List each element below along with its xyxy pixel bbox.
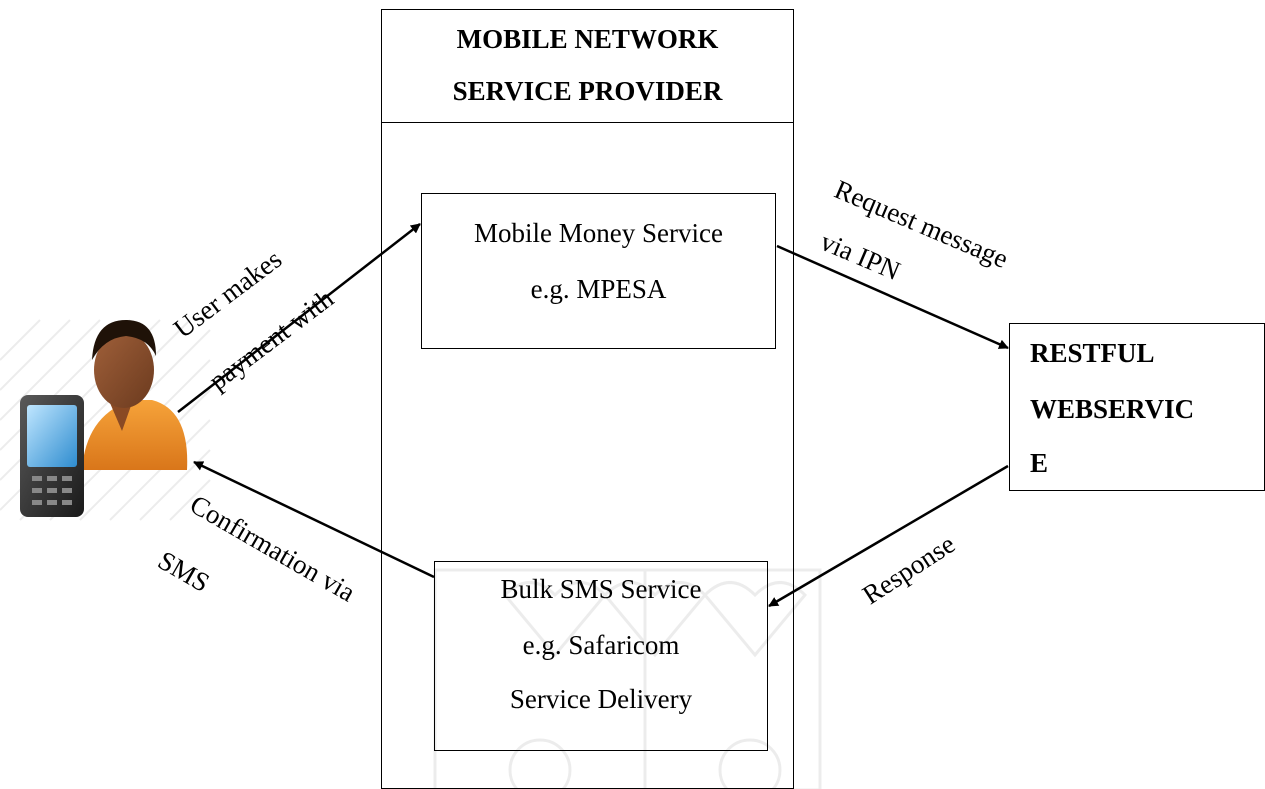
mobile-money-line2: e.g. MPESA	[530, 274, 667, 304]
arrow-restful-to-bulk-sms	[768, 464, 1009, 608]
bulk-sms-service-box: Bulk SMS Service e.g. Safaricom Service …	[434, 561, 768, 751]
mobile-money-line1: Mobile Money Service	[474, 218, 723, 248]
provider-header: MOBILE NETWORK SERVICE PROVIDER	[381, 9, 794, 123]
restful-line3: E	[1030, 448, 1049, 478]
provider-title-line2: SERVICE PROVIDER	[452, 76, 723, 106]
arrow-user-to-mobile-money	[177, 223, 421, 413]
provider-title-line1: MOBILE NETWORK	[456, 24, 719, 54]
bulk-sms-line3: Service Delivery	[509, 684, 693, 714]
bulk-sms-line2: e.g. Safaricom	[522, 630, 680, 660]
arrow-mobile-money-to-restful	[776, 244, 1009, 350]
restful-line2: WEBSERVIC	[1030, 394, 1195, 424]
bulk-sms-line1: Bulk SMS Service	[500, 574, 702, 604]
restful-line1: RESTFUL	[1030, 338, 1155, 368]
mobile-money-service-box: Mobile Money Service e.g. MPESA	[421, 193, 776, 349]
arrow-bulk-sms-to-user	[193, 460, 435, 579]
